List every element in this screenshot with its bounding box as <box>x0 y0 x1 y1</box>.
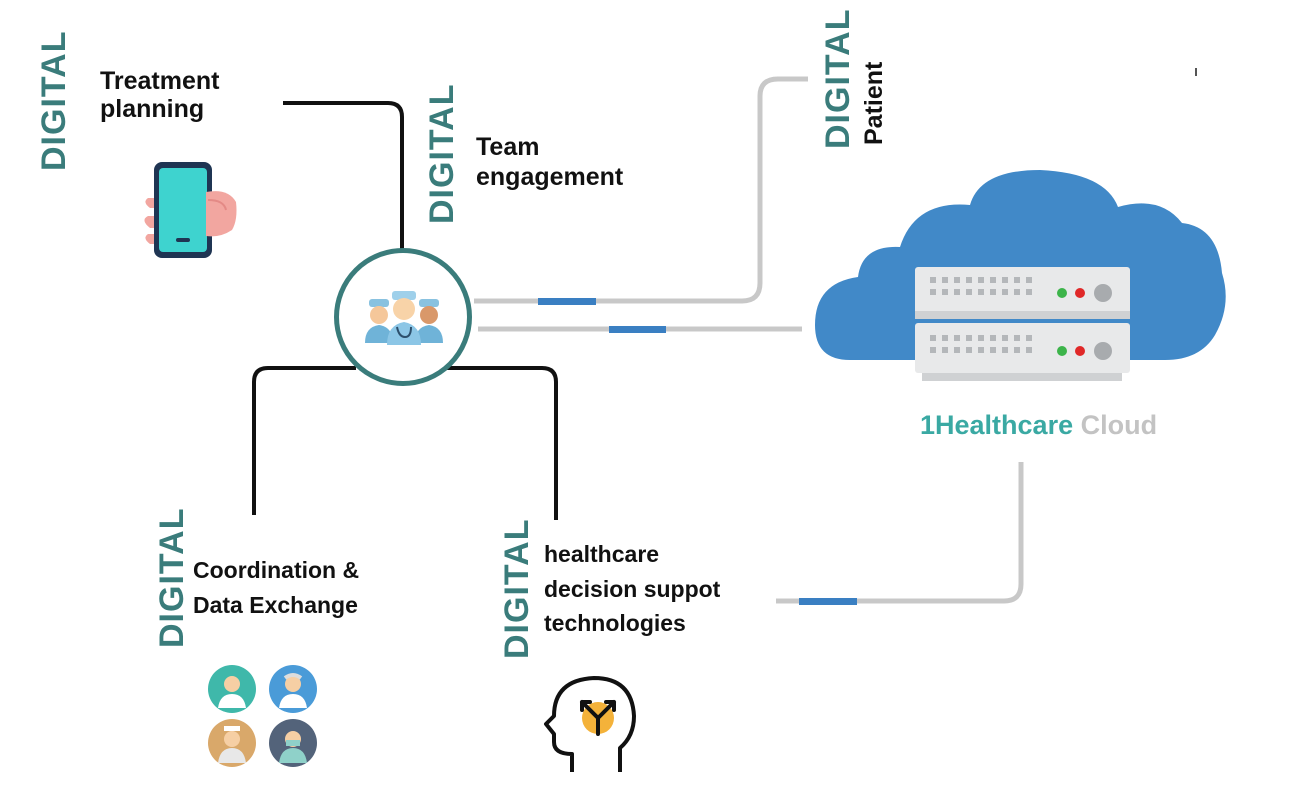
team-line-2: engagement <box>476 162 624 191</box>
phone-in-hand-icon <box>144 162 237 258</box>
connector-treatment <box>283 101 404 252</box>
connector-marker <box>799 598 857 605</box>
digital-tag-patient: DIGITAL <box>819 8 857 149</box>
treatment-label: Treatment planning <box>100 65 219 127</box>
treatment-line-1: Treatment <box>100 67 220 95</box>
coordination-line-1: Coordination & <box>193 557 360 583</box>
cloud-server-icon <box>815 170 1226 381</box>
team-label: Team engagement <box>476 131 623 195</box>
team-line-1: Team <box>476 133 540 161</box>
connector-coordination <box>252 366 356 515</box>
digital-tag-treatment: DIGITAL <box>35 30 73 171</box>
team-hub <box>334 248 472 386</box>
connector-marker <box>538 298 596 305</box>
doctors-avatars-icon <box>208 665 317 767</box>
coordination-label: Coordination & Data Exchange <box>193 553 359 622</box>
connector-decision <box>444 366 558 520</box>
decision-line-2: decision suppot <box>544 575 721 602</box>
cloud-brand: 1Healthcare <box>920 410 1074 440</box>
cloud-word: Cloud <box>1080 410 1158 440</box>
connector-patient <box>474 76 808 304</box>
decision-line-1: healthcare <box>544 541 660 567</box>
digital-tag-coordination: DIGITAL <box>153 507 191 648</box>
medical-team-icon <box>365 291 443 345</box>
digital-tag-team: DIGITAL <box>423 83 461 224</box>
digital-tag-decision: DIGITAL <box>498 518 536 659</box>
connector-cloud-decision <box>776 462 1024 604</box>
small-mark <box>1195 68 1197 76</box>
brain-decision-icon <box>544 676 636 772</box>
connector-marker <box>609 326 666 333</box>
decision-label: healthcare decision suppot technologies <box>544 537 720 641</box>
patient-label: Patient <box>860 61 888 145</box>
cloud-caption: 1Healthcare Cloud <box>920 410 1157 441</box>
decision-line-3: technologies <box>544 610 686 636</box>
coordination-line-2: Data Exchange <box>193 591 358 618</box>
treatment-line-2: planning <box>100 94 205 123</box>
